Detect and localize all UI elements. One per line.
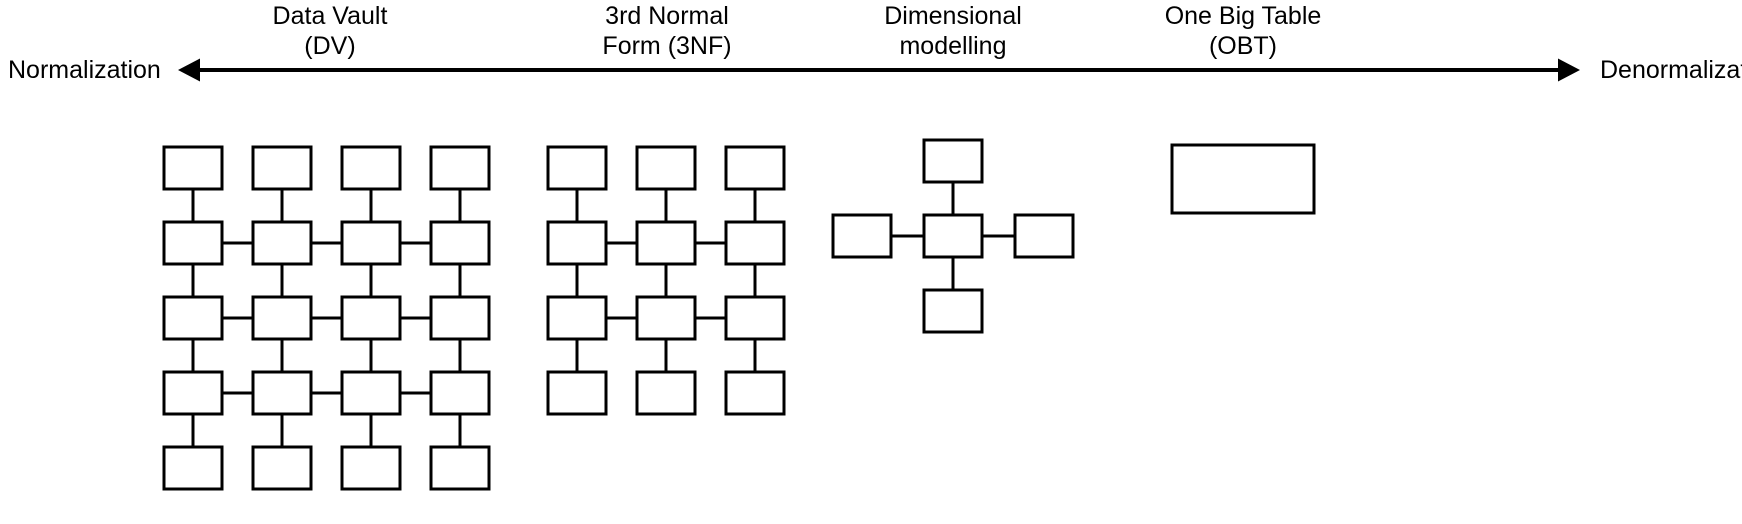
table-node[interactable] xyxy=(162,370,224,416)
dimension-node-bottom[interactable] xyxy=(922,288,984,334)
group-title-third_normal_form-line2: Form (3NF) xyxy=(602,32,731,60)
table-node[interactable] xyxy=(340,370,402,416)
group-title-data_vault-line2: (DV) xyxy=(304,32,355,60)
table-node[interactable] xyxy=(162,445,224,491)
table-node[interactable] xyxy=(340,220,402,266)
group-title-dimensional_modelling-line1: Dimensional xyxy=(884,2,1022,30)
table-node[interactable] xyxy=(251,145,313,191)
table-node[interactable] xyxy=(251,445,313,491)
table-node[interactable] xyxy=(724,370,786,416)
table-node[interactable] xyxy=(429,445,491,491)
group-title-one_big_table-line1: One Big Table xyxy=(1165,2,1322,30)
table-node[interactable] xyxy=(340,295,402,341)
group-title-third_normal_form-line1: 3rd Normal xyxy=(605,2,729,30)
table-node[interactable] xyxy=(546,370,608,416)
dimension-node-top[interactable] xyxy=(922,138,984,184)
table-node[interactable] xyxy=(340,145,402,191)
arrow-left-icon xyxy=(178,58,200,82)
table-node[interactable] xyxy=(724,220,786,266)
table-node[interactable] xyxy=(724,295,786,341)
table-node[interactable] xyxy=(635,145,697,191)
group-title-data_vault-line1: Data Vault xyxy=(273,2,388,30)
group-title-one_big_table-line2: (OBT) xyxy=(1209,32,1277,60)
dimension-node-left[interactable] xyxy=(831,213,893,259)
one-big-table-node[interactable] xyxy=(1170,143,1316,215)
table-node[interactable] xyxy=(724,145,786,191)
table-node[interactable] xyxy=(429,145,491,191)
axis-label-denormalization: Denormalization xyxy=(1600,56,1742,84)
axis-label-normalization: Normalization xyxy=(8,56,161,84)
model-shapes-layer xyxy=(162,138,1316,491)
model-group-one_big_table xyxy=(1170,143,1316,215)
table-node[interactable] xyxy=(429,370,491,416)
model-group-dimensional_modelling xyxy=(831,138,1075,334)
group-title-dimensional_modelling-line2: modelling xyxy=(899,32,1006,60)
table-node[interactable] xyxy=(635,295,697,341)
table-node[interactable] xyxy=(162,295,224,341)
fact-node[interactable] xyxy=(922,213,984,259)
table-node[interactable] xyxy=(340,445,402,491)
table-node[interactable] xyxy=(546,145,608,191)
table-node[interactable] xyxy=(251,370,313,416)
table-node[interactable] xyxy=(546,295,608,341)
model-group-third_normal_form xyxy=(546,145,786,416)
model-group-data_vault xyxy=(162,145,491,491)
table-node[interactable] xyxy=(429,295,491,341)
dimension-node-right[interactable] xyxy=(1013,213,1075,259)
table-node[interactable] xyxy=(635,220,697,266)
table-node[interactable] xyxy=(429,220,491,266)
table-node[interactable] xyxy=(546,220,608,266)
table-node[interactable] xyxy=(162,145,224,191)
table-node[interactable] xyxy=(251,220,313,266)
arrow-right-icon xyxy=(1558,58,1580,82)
table-node[interactable] xyxy=(162,220,224,266)
axis-layer: Normalization Denormalization xyxy=(8,56,1742,84)
table-node[interactable] xyxy=(635,370,697,416)
table-node[interactable] xyxy=(251,295,313,341)
